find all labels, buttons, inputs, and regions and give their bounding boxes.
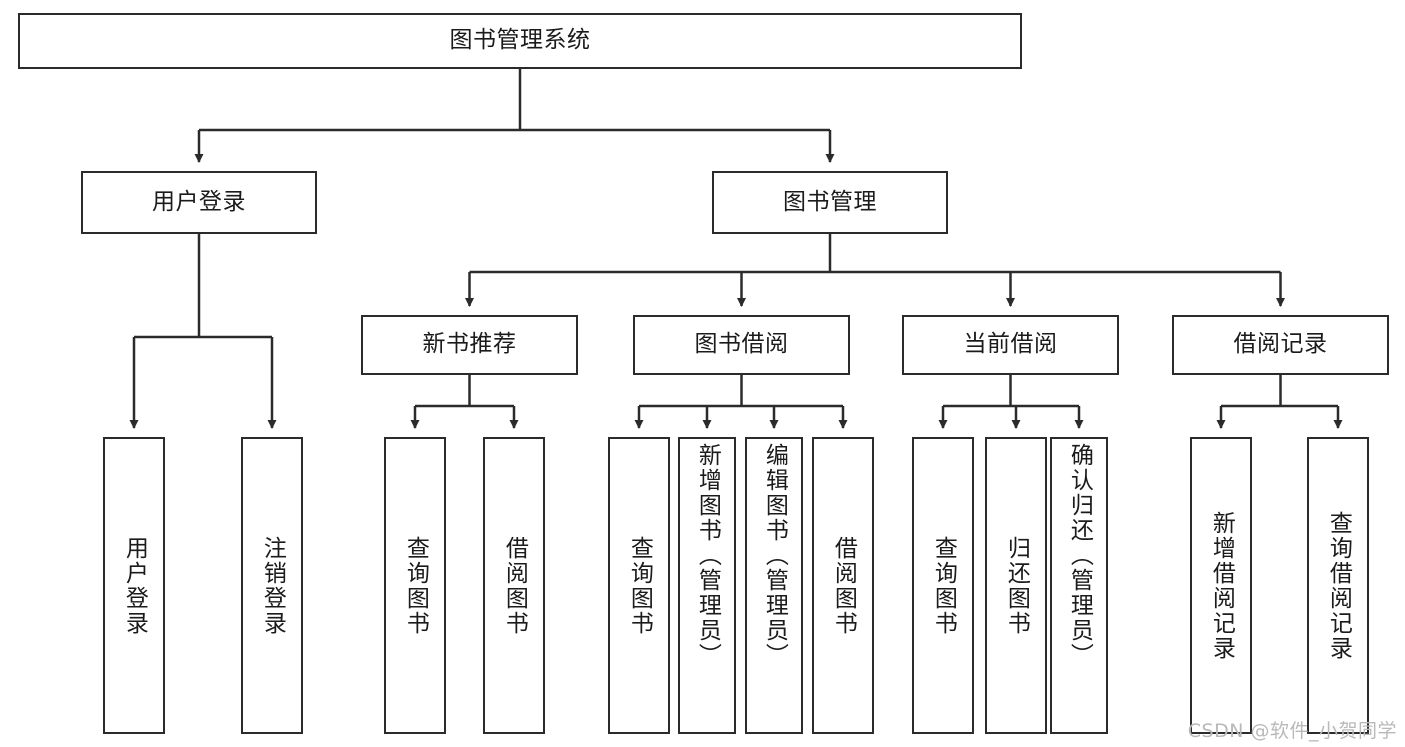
node-label: 当前借阅 — [963, 331, 1058, 358]
node-label: 用户登录 — [152, 188, 246, 215]
leaf-leaf-user-login[interactable]: 用户登录 — [103, 437, 165, 734]
node-label: 注销登录 — [259, 535, 286, 636]
leaf-leaf-confirm-return[interactable]: 确认归还（管理员） — [1050, 437, 1108, 734]
node-label: 查询借阅记录 — [1325, 510, 1352, 661]
node-label: 确认归还（管理员） — [1066, 443, 1093, 668]
leaf-leaf-user-logout[interactable]: 注销登录 — [241, 437, 303, 734]
leaf-leaf-query-book-rec[interactable]: 查询图书 — [384, 437, 446, 734]
node-label: 查询图书 — [402, 535, 429, 636]
node-root[interactable]: 图书管理系统 — [18, 13, 1022, 69]
node-book-borrow[interactable]: 图书借阅 — [633, 315, 850, 375]
leaf-leaf-edit-book[interactable]: 编辑图书（管理员） — [745, 437, 803, 734]
node-book-manage[interactable]: 图书管理 — [712, 171, 948, 234]
node-label: 新增图书（管理员） — [694, 443, 721, 668]
leaf-leaf-borrow-book-bor[interactable]: 借阅图书 — [812, 437, 874, 734]
node-label: 图书管理 — [783, 188, 877, 215]
node-label: 借阅记录 — [1233, 331, 1328, 358]
node-label: 查询图书 — [626, 535, 653, 636]
node-label: 新增借阅记录 — [1208, 510, 1235, 661]
node-label: 归还图书 — [1003, 535, 1030, 636]
node-current-borrow[interactable]: 当前借阅 — [902, 315, 1119, 375]
node-label: 图书借阅 — [694, 331, 789, 358]
leaf-leaf-add-record[interactable]: 新增借阅记录 — [1190, 437, 1252, 734]
node-label: 图书管理系统 — [449, 27, 591, 54]
node-borrow-record[interactable]: 借阅记录 — [1172, 315, 1389, 375]
leaf-leaf-query-record[interactable]: 查询借阅记录 — [1307, 437, 1369, 734]
node-label: 查询图书 — [930, 535, 957, 636]
node-label: 借阅图书 — [830, 535, 857, 636]
node-label: 编辑图书（管理员） — [761, 443, 788, 668]
leaf-leaf-borrow-book-rec[interactable]: 借阅图书 — [483, 437, 545, 734]
leaf-leaf-query-book-cur[interactable]: 查询图书 — [912, 437, 974, 734]
leaf-leaf-query-book-bor[interactable]: 查询图书 — [608, 437, 670, 734]
watermark-text: CSDN @软件_小贺同学 — [1187, 720, 1397, 742]
node-label: 借阅图书 — [501, 535, 528, 636]
leaf-leaf-add-book[interactable]: 新增图书（管理员） — [678, 437, 736, 734]
node-label: 新书推荐 — [422, 331, 517, 358]
node-new-book-rec[interactable]: 新书推荐 — [361, 315, 578, 375]
leaf-leaf-return-book[interactable]: 归还图书 — [985, 437, 1047, 734]
node-user-login[interactable]: 用户登录 — [81, 171, 317, 234]
node-label: 用户登录 — [121, 535, 148, 636]
